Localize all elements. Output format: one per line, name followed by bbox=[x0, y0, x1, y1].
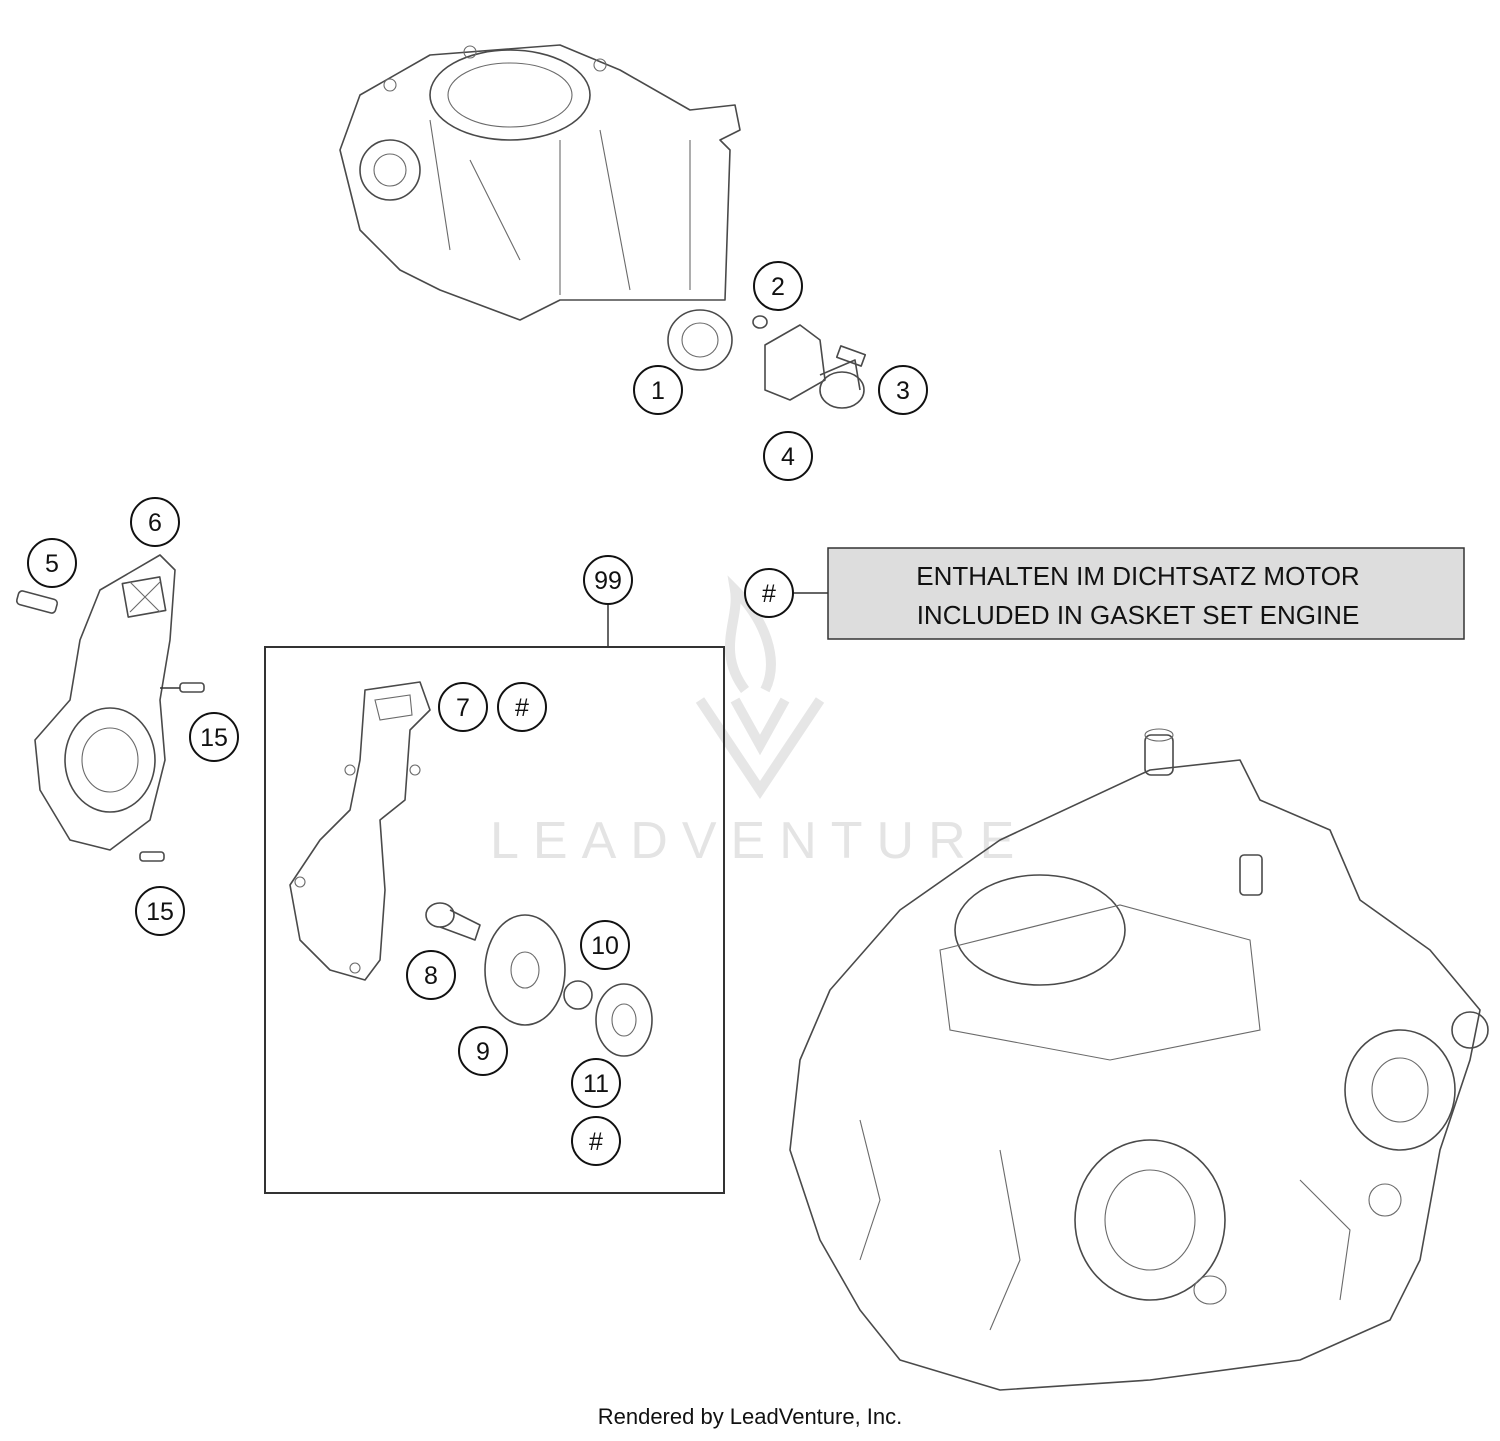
watermark-text: LEADVENTURE bbox=[490, 812, 1028, 870]
callout-2-label: 2 bbox=[771, 273, 785, 301]
watermark: LEADVENTURE bbox=[490, 575, 1028, 870]
callout-15-upper-label: 15 bbox=[200, 724, 228, 752]
callout-15-lower-label: 15 bbox=[146, 898, 174, 926]
callout-9[interactable]: 9 bbox=[458, 1026, 508, 1076]
callout-5[interactable]: 5 bbox=[27, 538, 77, 588]
callout-5-label: 5 bbox=[45, 550, 59, 578]
callout-99-label: 99 bbox=[594, 567, 622, 595]
kit-parts-drawing bbox=[289, 681, 653, 1057]
callout-6-label: 6 bbox=[148, 509, 162, 537]
callout-10[interactable]: 10 bbox=[580, 920, 630, 970]
callout-15-lower[interactable]: 15 bbox=[135, 886, 185, 936]
callout-10-label: 10 bbox=[591, 932, 619, 960]
callout-3[interactable]: 3 bbox=[878, 365, 928, 415]
callout-7-hash[interactable]: # bbox=[497, 682, 547, 732]
callout-6[interactable]: 6 bbox=[130, 497, 180, 547]
callout-7-label: 7 bbox=[456, 694, 470, 722]
legend-line-2: INCLUDED IN GASKET SET ENGINE bbox=[917, 600, 1360, 630]
callout-legend-hash[interactable]: # bbox=[744, 568, 794, 618]
kit-99-box bbox=[264, 646, 725, 1194]
callout-1[interactable]: 1 bbox=[633, 365, 683, 415]
callout-11[interactable]: 11 bbox=[571, 1058, 621, 1108]
callout-9-label: 9 bbox=[476, 1038, 490, 1066]
callout-11-label: 11 bbox=[583, 1070, 609, 1098]
cylinder-drawing bbox=[339, 44, 741, 321]
callout-11-hash-label: # bbox=[589, 1128, 603, 1156]
thermostat-drawing bbox=[667, 309, 867, 409]
callout-legend-hash-label: # bbox=[762, 580, 776, 608]
callout-1-label: 1 bbox=[651, 377, 665, 405]
callout-15-upper[interactable]: 15 bbox=[189, 712, 239, 762]
footer-credit: Rendered by LeadVenture, Inc. bbox=[597, 1404, 903, 1429]
crankcase-drawing bbox=[789, 728, 1489, 1391]
callout-4-label: 4 bbox=[781, 443, 795, 471]
callout-2[interactable]: 2 bbox=[753, 261, 803, 311]
callout-99[interactable]: 99 bbox=[583, 555, 633, 605]
legend-box bbox=[827, 547, 1465, 640]
callout-8-label: 8 bbox=[424, 962, 438, 990]
callout-7-hash-label: # bbox=[515, 694, 529, 722]
legend-line-1: ENTHALTEN IM DICHTSATZ MOTOR bbox=[916, 561, 1359, 591]
callout-4[interactable]: 4 bbox=[763, 431, 813, 481]
callout-3-label: 3 bbox=[896, 377, 910, 405]
water-pump-cover-drawing bbox=[15, 554, 205, 862]
callout-8[interactable]: 8 bbox=[406, 950, 456, 1000]
callout-7[interactable]: 7 bbox=[438, 682, 488, 732]
callout-11-hash[interactable]: # bbox=[571, 1116, 621, 1166]
